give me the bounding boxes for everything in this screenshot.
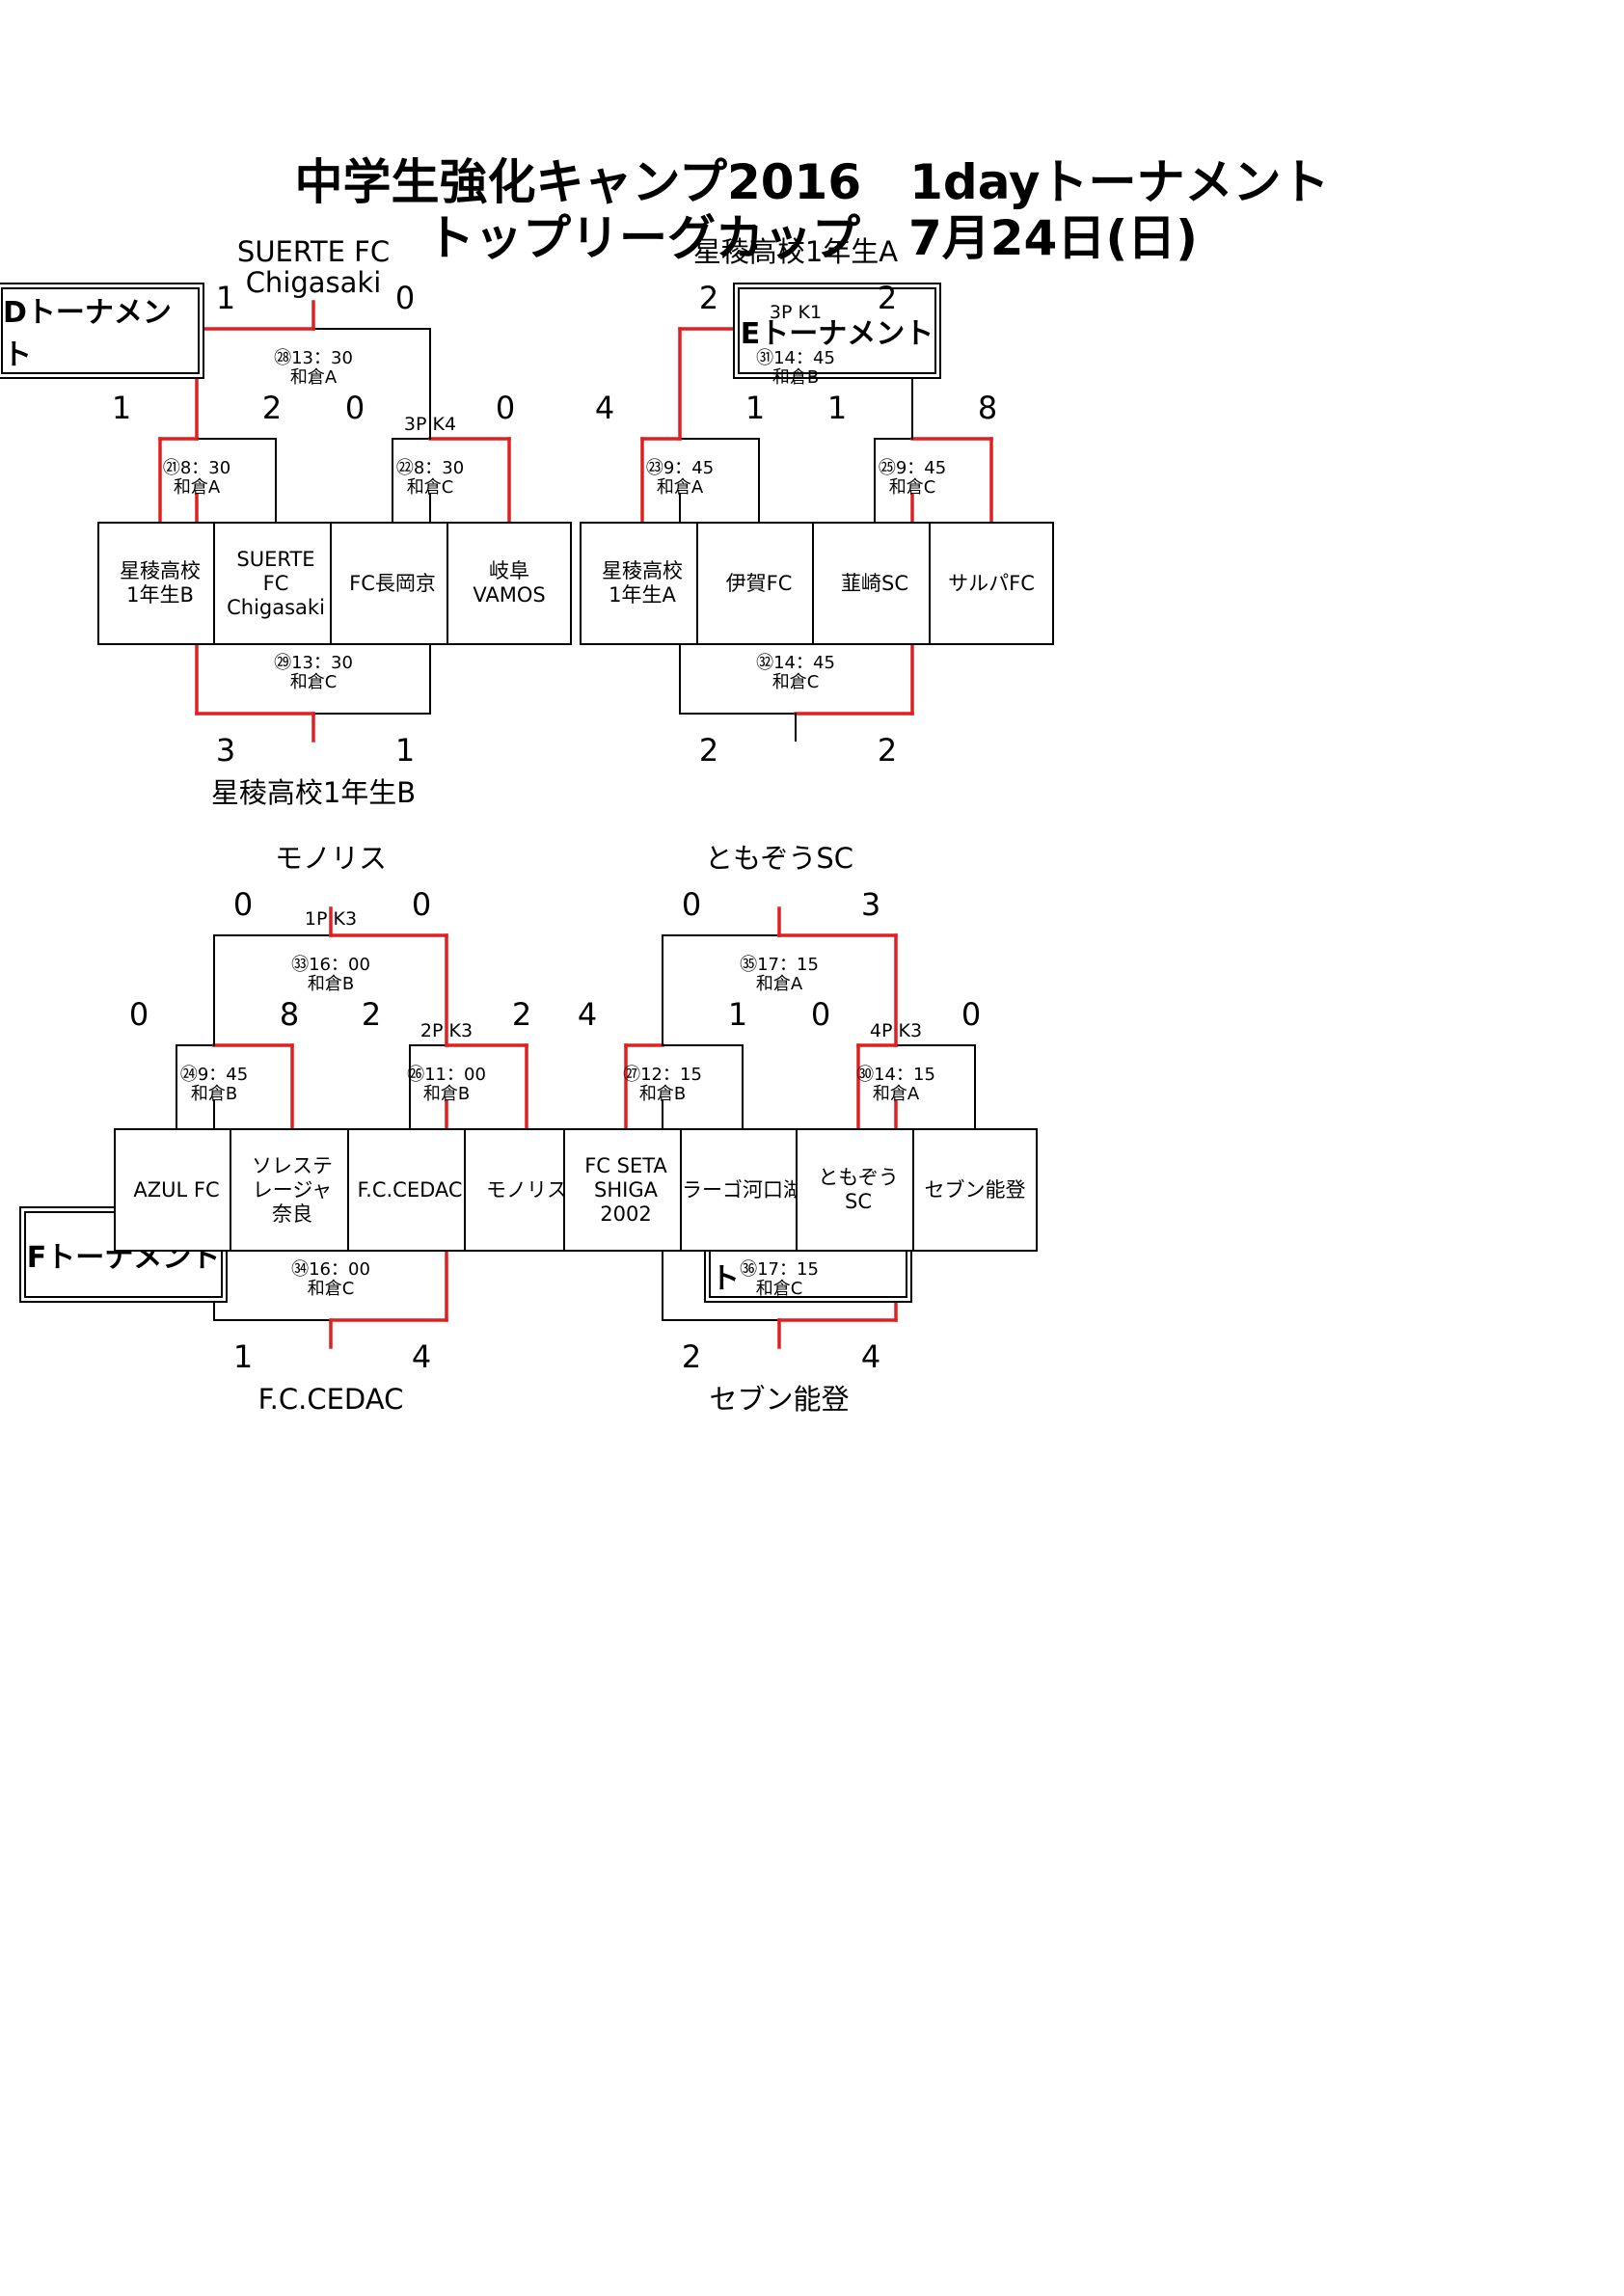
semi1-venue: 和倉A (656, 477, 704, 498)
tournament-label-e: Eトーナメント (738, 287, 936, 374)
title-line2: トップリーグカップ 7月24日(日) (425, 210, 1199, 266)
final-score-right: 3 (860, 886, 881, 923)
final-score-left: 0 (681, 886, 702, 923)
third-score-left: 2 (698, 732, 719, 769)
final-winner-name: ともぞうSC (704, 842, 854, 875)
team-box: F.C.CEDAC (347, 1128, 473, 1252)
final-score-right: 0 (394, 280, 416, 316)
semi2-score-right: 2 (511, 996, 532, 1033)
semi1-score-right: 8 (279, 996, 300, 1033)
final-score-right: 0 (411, 886, 432, 923)
semi2-pk: 2P K3 (420, 1020, 474, 1041)
semi1-time: ㉗12：15 (623, 1065, 702, 1085)
page-title: 中学生強化キャンプ2016 1dayトーナメント トップリーグカップ 7月24日… (0, 154, 1624, 266)
team-box: ソレステ レージャ 奈良 (230, 1128, 355, 1252)
semi2-score-right: 0 (961, 996, 982, 1033)
semi2-venue: 和倉C (888, 477, 936, 498)
final-score-left: 0 (232, 886, 254, 923)
semi2-score-right: 8 (977, 390, 998, 426)
third-venue: 和倉C (289, 672, 338, 692)
final-venue: 和倉B (771, 367, 820, 388)
tournament-label-d: Dトーナメント (1, 287, 200, 374)
semi2-score-left: 1 (826, 390, 848, 426)
semi2-time: ㉒8：30 (395, 458, 465, 478)
semi2-score-right: 0 (495, 390, 516, 426)
third-venue: 和倉C (771, 672, 820, 692)
final-score-left: 1 (215, 280, 236, 316)
final-winner-name: SUERTE FC Chigasaki (236, 235, 391, 299)
semi2-score-left: 2 (361, 996, 382, 1033)
final-time: ㉛14：45 (756, 348, 835, 368)
semi2-time: ㉚14：15 (856, 1065, 935, 1085)
semi1-venue: 和倉B (190, 1084, 238, 1104)
third-venue: 和倉C (307, 1279, 355, 1299)
team-box: サルパFC (929, 522, 1054, 645)
team-box: FC SETA SHIGA 2002 (563, 1128, 689, 1252)
final-score-left: 2 (698, 280, 719, 316)
third-score-left: 1 (232, 1338, 254, 1375)
team-box: セブン能登 (912, 1128, 1038, 1252)
semi2-pk: 3P K4 (403, 414, 457, 435)
semi1-score-left: 4 (577, 996, 598, 1033)
semi1-score-left: 1 (111, 390, 132, 426)
semi1-venue: 和倉B (638, 1084, 687, 1104)
final-time: ㉟17：15 (740, 955, 819, 975)
semi1-time: ㉔9：45 (179, 1065, 249, 1085)
third-score-right: 2 (877, 732, 898, 769)
final-venue: 和倉A (289, 367, 338, 388)
team-box: ラーゴ河口湖 (680, 1128, 805, 1252)
third-score-right: 4 (411, 1338, 432, 1375)
semi1-score-left: 0 (128, 996, 149, 1033)
semi1-time: ㉓9：45 (645, 458, 715, 478)
third-score-left: 2 (681, 1338, 702, 1375)
final-time: ㉘13：30 (274, 348, 353, 368)
semi2-time: ㉖11：00 (407, 1065, 486, 1085)
semi1-score-left: 4 (594, 390, 615, 426)
team-box: 韮崎SC (812, 522, 937, 645)
semi2-venue: 和倉B (422, 1084, 471, 1104)
team-box: 星稜高校 1年生A (580, 522, 705, 645)
third-score-left: 3 (215, 732, 236, 769)
semi2-pk: 4P K3 (869, 1020, 923, 1041)
third-winner-name: セブン能登 (709, 1383, 850, 1416)
third-venue: 和倉C (755, 1279, 803, 1299)
third-time: ㉜14：45 (756, 653, 835, 673)
final-pk: 3P K1 (769, 302, 823, 323)
team-box: SUERTE FC Chigasaki (213, 522, 338, 645)
semi2-score-left: 0 (344, 390, 365, 426)
semi1-score-right: 1 (744, 390, 766, 426)
third-score-right: 4 (860, 1338, 881, 1375)
team-box: FC長岡京 (330, 522, 455, 645)
semi2-venue: 和倉C (406, 477, 454, 498)
semi1-score-right: 1 (727, 996, 748, 1033)
semi1-score-right: 2 (261, 390, 283, 426)
third-time: ㉙13：30 (274, 653, 353, 673)
team-box: 星稜高校 1年生B (97, 522, 223, 645)
team-box: 岐阜 VAMOS (447, 522, 572, 645)
third-score-right: 1 (394, 732, 416, 769)
final-time: ㉝16：00 (291, 955, 370, 975)
semi1-venue: 和倉A (173, 477, 221, 498)
final-pk: 1P K3 (304, 908, 358, 930)
final-winner-name: 星稜高校1年生A (692, 235, 899, 268)
semi1-time: ㉑8：30 (162, 458, 231, 478)
third-winner-name: F.C.CEDAC (257, 1383, 404, 1416)
semi2-score-left: 0 (810, 996, 831, 1033)
title-line1: 中学生強化キャンプ2016 1dayトーナメント (294, 154, 1330, 210)
final-venue: 和倉B (307, 974, 355, 994)
final-winner-name: モノリス (274, 842, 388, 875)
third-winner-name: 星稜高校1年生B (210, 776, 417, 809)
final-venue: 和倉A (755, 974, 803, 994)
team-box: 伊賀FC (696, 522, 822, 645)
team-box: ともぞう SC (796, 1128, 921, 1252)
semi2-venue: 和倉A (872, 1084, 920, 1104)
final-score-right: 2 (877, 280, 898, 316)
third-time: ㊱17：15 (740, 1259, 819, 1280)
semi2-time: ㉕9：45 (878, 458, 947, 478)
third-time: ㉞16：00 (291, 1259, 370, 1280)
team-box: AZUL FC (114, 1128, 239, 1252)
